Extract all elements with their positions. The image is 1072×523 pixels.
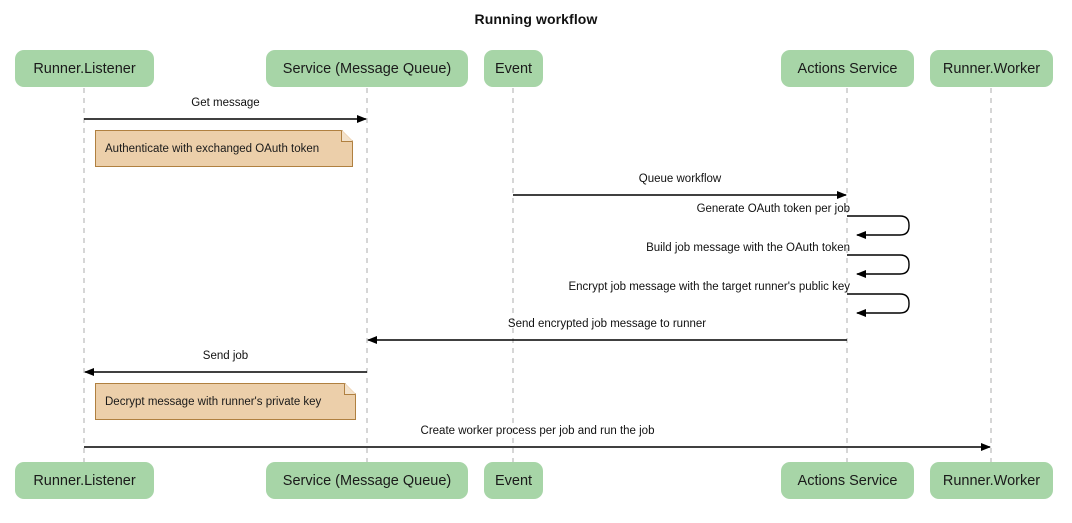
participant-label: Event [494, 472, 533, 489]
note-decrypt-note: Decrypt message with runner's private ke… [95, 383, 356, 420]
participant-label: Runner.Listener [33, 472, 136, 489]
participant-top-actions-service[interactable]: Actions Service [781, 50, 914, 87]
message-label-build-job-message-with-oauth-token: Build job message with the OAuth token [646, 242, 850, 254]
participant-top-service-message-queue[interactable]: Service (Message Queue) [266, 50, 468, 87]
self-message-generate-oauth-token-per-job [847, 215, 910, 239]
participant-bottom-runner-worker[interactable]: Runner.Worker [930, 462, 1053, 499]
note-text: Decrypt message with runner's private ke… [105, 395, 322, 408]
message-arrows-group [84, 115, 991, 451]
message-label-send-job: Send job [202, 350, 249, 362]
participant-bottom-event[interactable]: Event [484, 462, 543, 499]
participant-label: Runner.Worker [942, 60, 1041, 77]
participant-label: Runner.Worker [942, 472, 1041, 489]
note-authenticate-note: Authenticate with exchanged OAuth token [95, 130, 353, 167]
note-fold-mask-icon [342, 130, 353, 141]
participant-label: Actions Service [797, 472, 898, 489]
message-label-send-encrypted-job-message-to-runner: Send encrypted job message to runner [507, 318, 707, 330]
message-label-generate-oauth-token-per-job: Generate OAuth token per job [696, 203, 850, 215]
participant-label: Service (Message Queue) [282, 472, 452, 489]
note-text: Authenticate with exchanged OAuth token [105, 142, 320, 155]
note-fold-mask-icon [345, 383, 356, 394]
participant-bottom-actions-service[interactable]: Actions Service [781, 462, 914, 499]
participant-bottom-runner-listener[interactable]: Runner.Listener [15, 462, 154, 499]
message-label-get-message: Get message [191, 97, 260, 109]
participant-top-runner-listener[interactable]: Runner.Listener [15, 50, 154, 87]
participant-label: Runner.Listener [33, 60, 136, 77]
participant-top-runner-worker[interactable]: Runner.Worker [930, 50, 1053, 87]
participant-top-event[interactable]: Event [484, 50, 543, 87]
lifelines-group [83, 88, 992, 462]
participant-bottom-service-message-queue[interactable]: Service (Message Queue) [266, 462, 468, 499]
self-message-encrypt-job-message-with-public-key [847, 293, 910, 317]
self-message-build-job-message-with-oauth-token [847, 254, 910, 278]
message-label-create-worker-process: Create worker process per job and run th… [420, 425, 655, 437]
participant-label: Actions Service [797, 60, 898, 77]
participant-label: Service (Message Queue) [282, 60, 452, 77]
participant-label: Event [494, 60, 533, 77]
page-title: Running workflow [474, 11, 598, 27]
message-label-queue-workflow: Queue workflow [638, 173, 722, 185]
message-label-encrypt-job-message-with-public-key: Encrypt job message with the target runn… [568, 281, 850, 293]
